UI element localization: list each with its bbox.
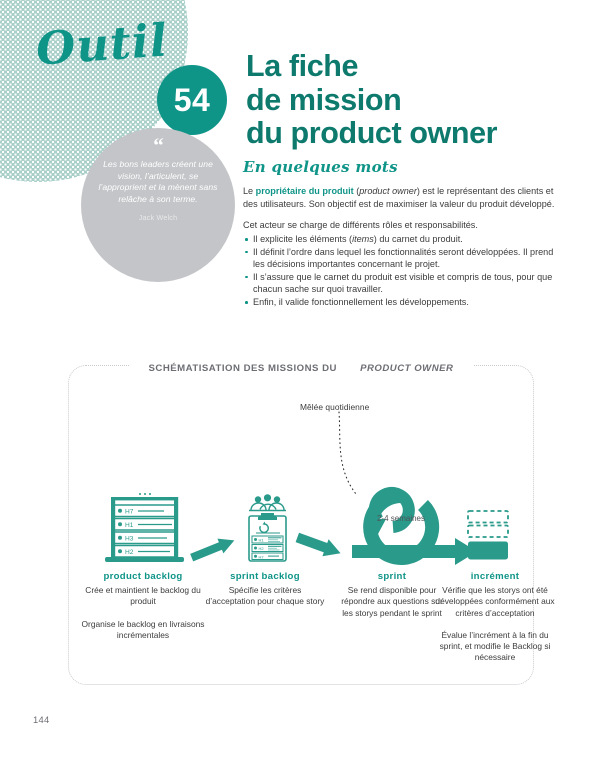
intro-highlight: propriétaire du produit: [255, 186, 354, 197]
flow-step-label: incrément: [470, 571, 520, 582]
svg-text:H2: H2: [259, 546, 265, 551]
list-item: Il s’assure que le carnet du produit est…: [243, 271, 565, 296]
increment-icon: [467, 510, 509, 560]
flow-step-product-backlog: product backlog Crée et maintient le bac…: [78, 571, 208, 641]
page-title-line-3: du product owner: [246, 116, 498, 151]
bullet-pre: Il s’assure que le carnet du produit est…: [253, 271, 553, 295]
page-title-line-1: La fiche: [246, 49, 359, 84]
intro-heading: En quelques mots: [243, 158, 398, 176]
flow-step-desc: Crée et maintient le backlog du produit: [85, 585, 201, 607]
svg-text:H3: H3: [125, 536, 134, 543]
list-item: Enfin, il valide fonctionnellement les d…: [243, 296, 565, 309]
quote-bubble: “ Les bons leaders créent une vision, l’…: [81, 128, 235, 282]
dotted-decorative-circle: [0, 0, 188, 182]
intro-section: En quelques mots Le propriétaire du prod…: [243, 158, 565, 309]
melee-annotation-label: Mêlée quotidienne: [300, 402, 370, 412]
intro-second-line: Cet acteur se charge de différents rôles…: [243, 220, 478, 231]
flow-step-sprint-backlog: sprint backlog Spécifie les critères d’a…: [205, 571, 325, 608]
svg-text:H1: H1: [259, 538, 265, 543]
flow-step-label: sprint backlog: [230, 571, 300, 582]
schema-panel: SCHÉMATISATION DES MISSIONS DU PRODUCT O…: [68, 363, 534, 685]
flow-step-desc-secondary: Évalue l’incrément à la fin du sprint, e…: [439, 629, 551, 663]
intro-paragraph: Le propriétaire du produit (product owne…: [243, 185, 565, 210]
list-item: Il explicite les éléments (items) du car…: [243, 233, 565, 246]
schema-title-text: SCHÉMATISATION DES MISSIONS DU PRODUCT O…: [128, 363, 474, 374]
product-backlog-icon: H7 H1 H3 H2: [105, 493, 184, 562]
flow-step-label: product backlog: [103, 571, 183, 582]
bullet-italic: items: [352, 233, 374, 244]
sprint-duration-label: 2-4 semaines: [376, 514, 426, 523]
sprint-backlog-icon: H1 H2 H7: [248, 494, 287, 562]
schema-title: SCHÉMATISATION DES MISSIONS DU PRODUCT O…: [69, 358, 533, 376]
flow-step-desc: Spécifie les critères d’acceptation pour…: [205, 585, 325, 607]
page-number: 144: [33, 714, 50, 725]
intro-italic: product owner: [359, 186, 417, 197]
intro-paren-open: (: [353, 186, 360, 197]
arrow-sprintbacklog-to-sprint: [295, 532, 341, 557]
flow-step-desc-secondary: Organise le backlog en livraisons incrém…: [81, 618, 205, 640]
page-title-line-2: de mission: [246, 82, 402, 117]
bullet-pre: Enfin, il valide fonctionnellement les d…: [253, 296, 469, 307]
bullet-post: ) du carnet du produit.: [373, 233, 463, 244]
flow-step-sprint: sprint Se rend disponible pour répondre …: [340, 571, 444, 619]
sprint-loop-icon: [352, 487, 477, 565]
quote-text: Les bons leaders créent une vision, l’ar…: [98, 159, 218, 204]
intro-post: ) est le représentant des clients et des…: [243, 186, 555, 209]
flow-step-increment: incrément Vérifie que les storys ont été…: [432, 571, 558, 664]
flow-step-desc: Se rend disponible pour répondre aux que…: [341, 585, 443, 618]
svg-text:H1: H1: [125, 522, 134, 529]
schema-title-main: SCHÉMATISATION DES MISSIONS DU: [138, 363, 351, 374]
intro-bullet-list: Il explicite les éléments (items) du car…: [243, 233, 565, 309]
tool-number-badge: 54: [157, 65, 227, 135]
svg-text:H7: H7: [259, 554, 265, 559]
bullet-pre: Il définit l’ordre dans lequel les fonct…: [253, 246, 554, 270]
intro-pre: Le: [243, 186, 256, 197]
flow-step-desc: Vérifie que les storys ont été développé…: [435, 585, 555, 618]
quote-mark-icon: “: [153, 133, 163, 157]
page-title: La fiche de mission du product owner: [246, 50, 576, 151]
arrow-backlog-to-sprintbacklog: [190, 538, 235, 562]
list-item: Il définit l’ordre dans lequel les fonct…: [243, 246, 565, 271]
melee-pointer-line: [338, 411, 357, 495]
tool-number-value: 54: [173, 81, 211, 118]
svg-text:H7: H7: [125, 509, 134, 516]
schema-title-italic: PRODUCT OWNER: [350, 363, 464, 374]
flow-step-label: sprint: [377, 571, 407, 582]
bullet-pre: Il explicite les éléments (: [253, 233, 353, 244]
quote-author: Jack Welch: [138, 213, 178, 223]
svg-text:H2: H2: [125, 549, 134, 556]
